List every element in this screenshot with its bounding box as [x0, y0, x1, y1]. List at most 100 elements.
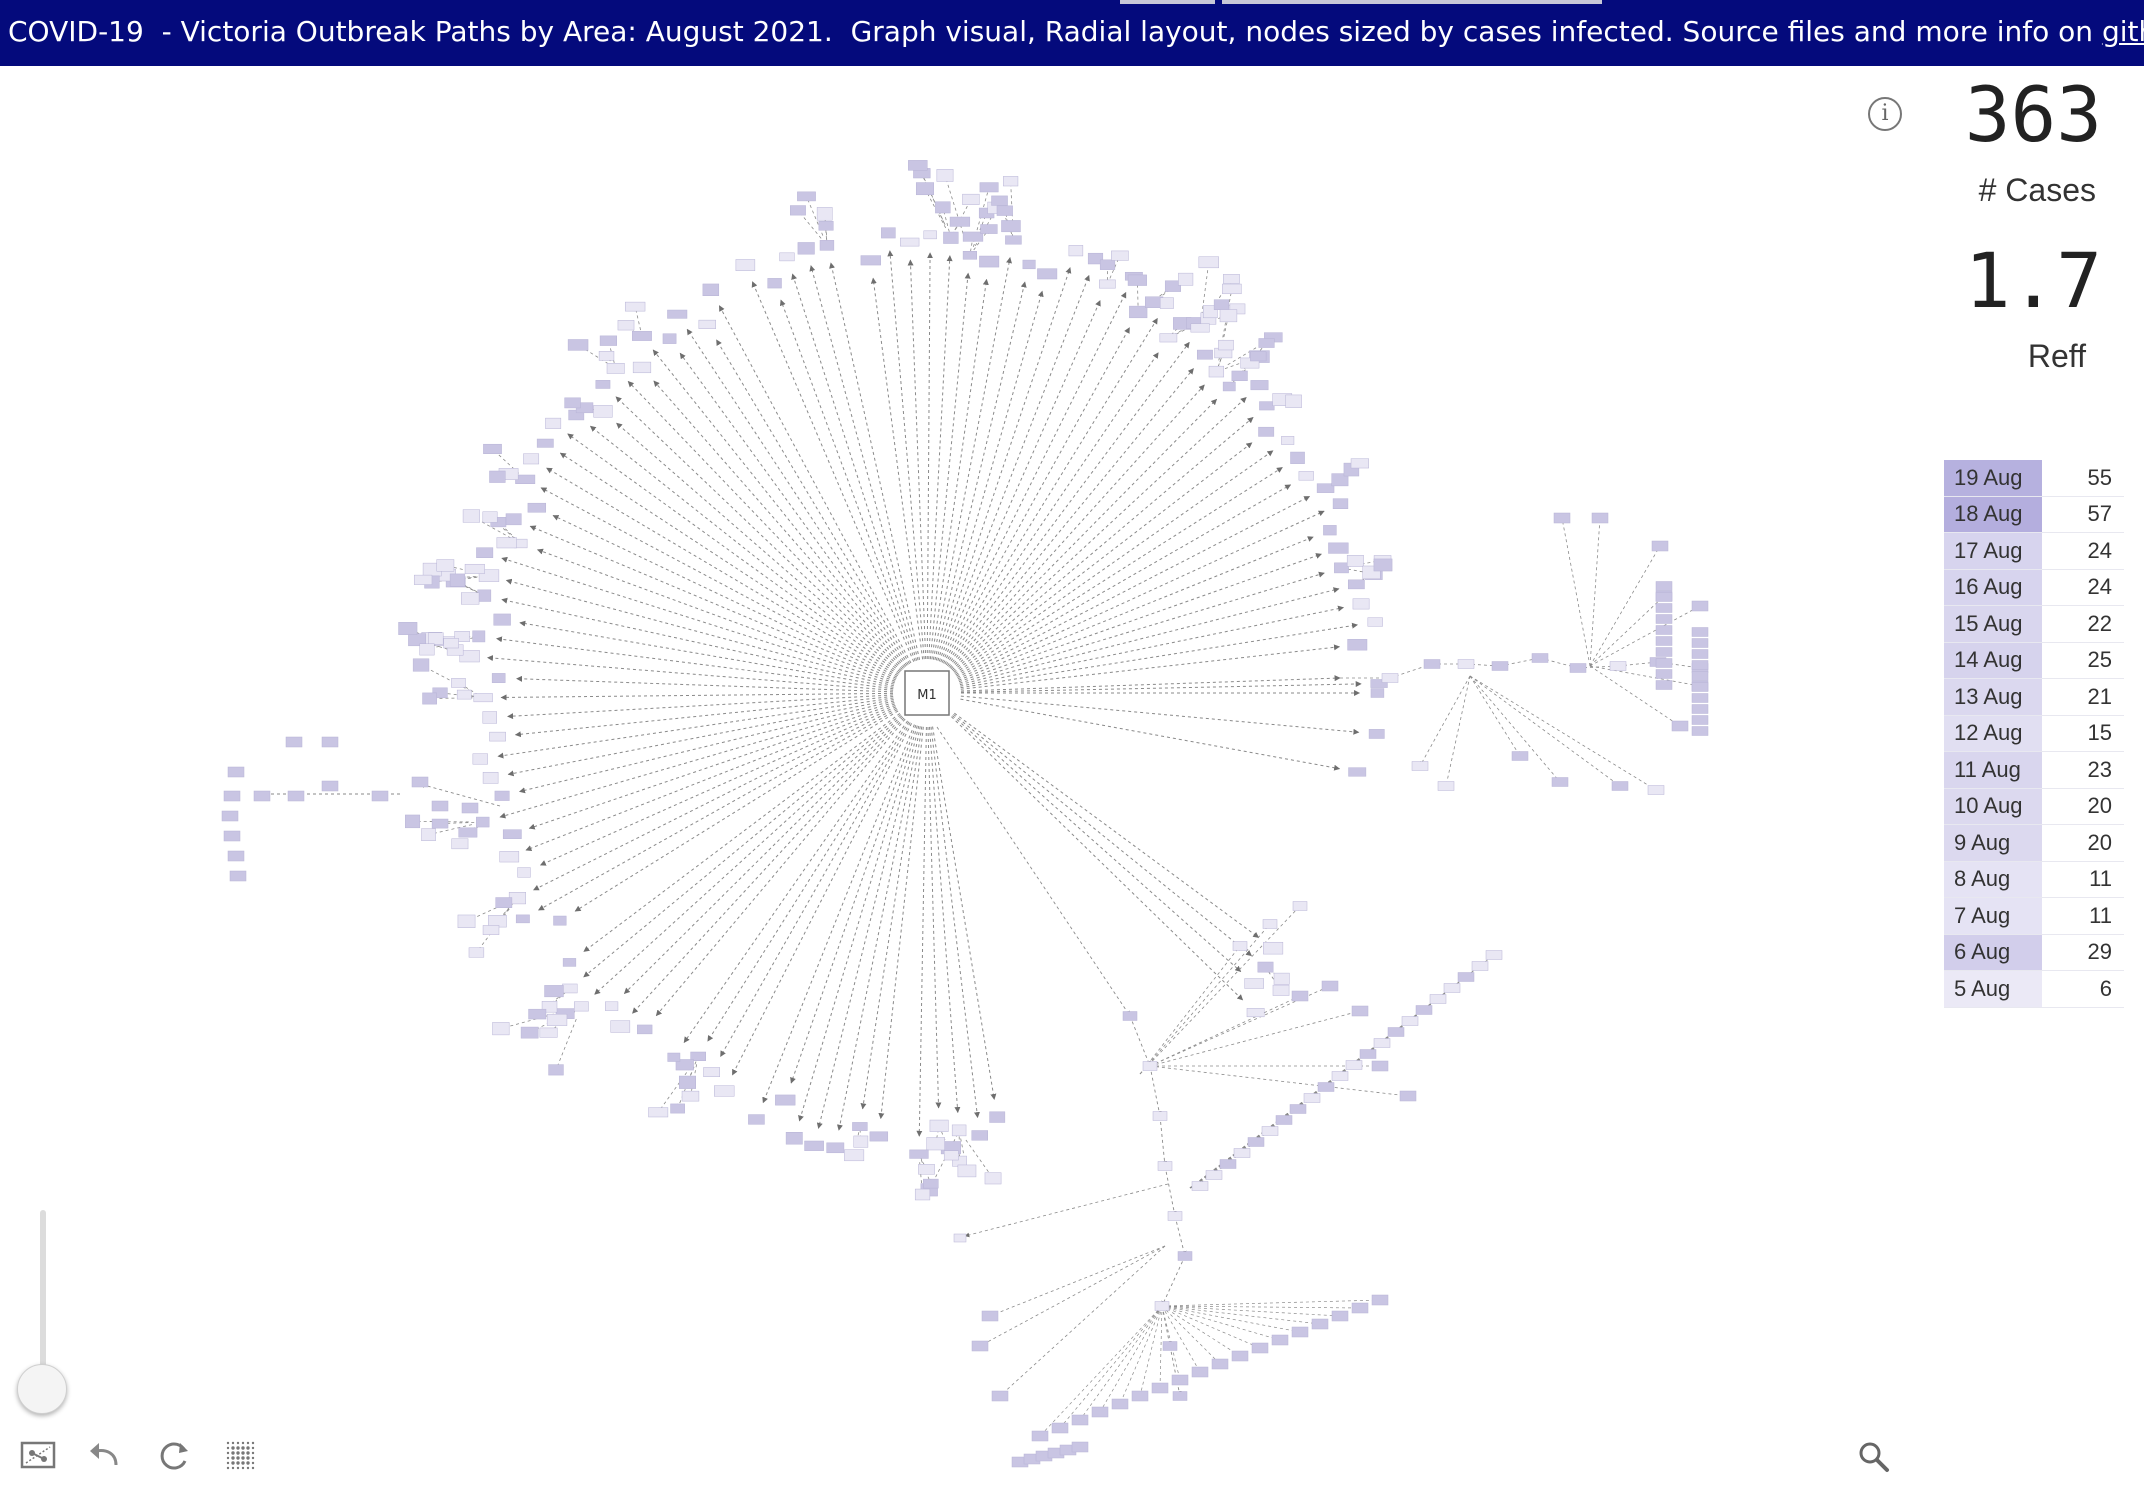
graph-edge: [1444, 675, 1471, 787]
count-cell: 6: [2099, 975, 2112, 1001]
grid-icon[interactable]: [218, 1434, 262, 1478]
graph-edge: [616, 422, 902, 672]
case-node: [527, 502, 547, 513]
graph-edge: [1347, 568, 1375, 576]
graph-edge: [539, 706, 897, 866]
case-node: [844, 1149, 865, 1162]
case-node: [1611, 781, 1629, 791]
network-graph[interactable]: M1: [0, 66, 1860, 1506]
graph-edge: [496, 636, 894, 690]
case-node: [227, 850, 245, 862]
graph-edge: [960, 644, 1341, 690]
case-node: [1218, 339, 1234, 351]
refresh-icon[interactable]: [152, 1434, 196, 1478]
case-node: [606, 363, 625, 374]
case-node: [1211, 1358, 1229, 1370]
case-node: [285, 736, 303, 748]
case-node: [411, 776, 429, 788]
graph-edge: [960, 675, 1341, 692]
case-node: [494, 790, 510, 801]
graph-edge: [934, 281, 1027, 661]
graph-edge: [878, 726, 924, 1120]
case-node: [1655, 680, 1673, 690]
case-node: [1129, 305, 1148, 319]
case-node: [943, 231, 959, 244]
graph-edge: [486, 655, 894, 691]
case-node: [1373, 1038, 1391, 1048]
case-node: [735, 259, 756, 272]
graph-edge: [1157, 1305, 1163, 1389]
case-node: [472, 630, 486, 643]
case-node: [979, 255, 1000, 268]
zoom-slider-track[interactable]: [40, 1210, 46, 1390]
graph-edge: [1059, 1305, 1163, 1429]
info-icon[interactable]: i: [1868, 97, 1902, 131]
graph-edge: [707, 721, 910, 1042]
search-icon[interactable]: [1852, 1434, 1896, 1478]
date-cell: 6 Aug: [1944, 934, 2042, 971]
graph-edge: [1149, 1065, 1409, 1098]
date-cell: 16 Aug: [1944, 569, 2042, 606]
count-cell: 25: [2087, 647, 2112, 673]
graph-edge: [532, 707, 897, 891]
case-node: [1691, 660, 1709, 670]
graph-edge: [632, 717, 905, 1014]
date-cell: 18 Aug: [1944, 496, 2042, 533]
undo-icon[interactable]: [82, 1434, 126, 1478]
case-node: [598, 351, 615, 361]
case-node: [1691, 715, 1709, 725]
case-node: [962, 251, 977, 260]
case-node: [1332, 498, 1349, 509]
case-node: [1691, 693, 1709, 703]
zoom-slider-handle[interactable]: [17, 1364, 67, 1414]
case-node: [1154, 1301, 1170, 1311]
graph-edge: [1469, 675, 1657, 791]
graph-edge: [960, 698, 1341, 771]
graph-edge: [954, 712, 1260, 938]
case-node: [412, 658, 430, 672]
case-node: [473, 693, 493, 703]
case-node: [624, 301, 646, 312]
case-node: [1273, 972, 1290, 985]
case-node: [1303, 1093, 1321, 1103]
layout-icon[interactable]: [16, 1434, 60, 1478]
graph-edge: [500, 692, 894, 701]
case-node: [1229, 303, 1246, 315]
case-node: [1131, 1390, 1149, 1402]
graph-edge: [941, 291, 1127, 663]
case-node: [775, 1094, 796, 1106]
graph-edge: [574, 710, 899, 912]
case-node: [785, 1131, 803, 1145]
case-node: [943, 1150, 959, 1161]
case-node: [1122, 1011, 1138, 1021]
graph-edge: [655, 718, 906, 1017]
case-node: [456, 689, 472, 700]
graph-edge: [955, 467, 1283, 676]
case-node: [1485, 950, 1503, 960]
graph-edge: [1129, 1015, 1151, 1067]
case-node: [593, 405, 613, 418]
case-node: [702, 283, 720, 297]
center-node[interactable]: M1: [904, 670, 950, 716]
case-node: [1373, 558, 1393, 572]
case-node: [605, 1001, 619, 1011]
github-link[interactable]: github: [2101, 15, 2144, 48]
case-node: [923, 1178, 939, 1189]
case-node: [517, 867, 531, 878]
graph-edge: [1139, 945, 1241, 1075]
